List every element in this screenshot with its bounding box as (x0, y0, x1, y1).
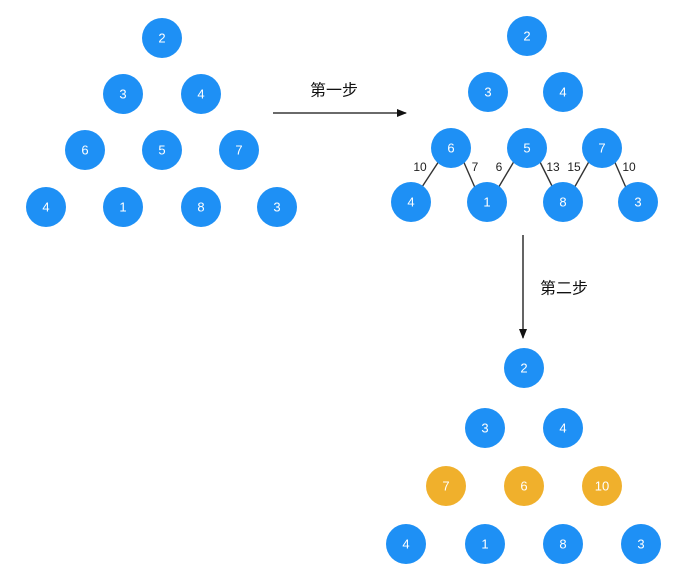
edge-sum-label: 10 (622, 160, 636, 174)
node: 7 (219, 130, 259, 170)
edge-sum-label: 15 (567, 160, 581, 174)
node: 2 (507, 16, 547, 56)
node-value: 3 (637, 537, 644, 552)
stage3-triangle: 2 3 4 7 6 10 4 1 (386, 348, 661, 564)
node: 7 (582, 128, 622, 168)
node-value: 3 (484, 85, 491, 100)
node: 3 (257, 187, 297, 227)
node: 1 (465, 524, 505, 564)
node: 8 (543, 524, 583, 564)
edge-sum-label: 10 (413, 160, 427, 174)
node-value: 4 (407, 195, 414, 210)
node: 8 (181, 187, 221, 227)
node-value: 7 (442, 479, 449, 494)
node: 1 (467, 182, 507, 222)
node-value: 4 (559, 85, 566, 100)
node: 4 (26, 187, 66, 227)
node: 6 (431, 128, 471, 168)
node-value: 7 (235, 143, 242, 158)
node: 3 (103, 74, 143, 114)
node-value: 5 (523, 141, 530, 156)
node: 3 (621, 524, 661, 564)
node-value: 1 (483, 195, 490, 210)
node: 2 (504, 348, 544, 388)
node: 8 (543, 182, 583, 222)
node-value: 6 (447, 141, 454, 156)
node-value: 4 (197, 87, 204, 102)
node: 6 (65, 130, 105, 170)
node-value: 5 (158, 143, 165, 158)
node-value: 4 (42, 200, 49, 215)
node-value: 6 (520, 479, 527, 494)
node-value: 6 (81, 143, 88, 158)
edge (537, 157, 555, 191)
node: 5 (142, 130, 182, 170)
node: 4 (386, 524, 426, 564)
node-value: 1 (481, 537, 488, 552)
node-value: 2 (520, 361, 527, 376)
step1-label: 第一步 (310, 81, 358, 100)
node: 3 (618, 182, 658, 222)
node-value: 7 (598, 141, 605, 156)
step2-arrow: 第二步 (519, 235, 588, 339)
node: 5 (507, 128, 547, 168)
node: 4 (543, 408, 583, 448)
edge-sum-label: 13 (546, 160, 560, 174)
node-value: 3 (273, 200, 280, 215)
node-value: 8 (559, 195, 566, 210)
edge-sum-label: 7 (472, 160, 479, 174)
node-value: 2 (158, 31, 165, 46)
node-value: 2 (523, 29, 530, 44)
edge (419, 157, 442, 191)
node-value: 1 (119, 200, 126, 215)
node-highlighted: 10 (582, 466, 622, 506)
edge-sum-label: 6 (496, 160, 503, 174)
step2-label: 第二步 (540, 279, 588, 298)
node: 4 (181, 74, 221, 114)
stage2-triangle: 10 7 6 13 15 10 2 3 4 6 5 7 (391, 16, 658, 222)
node-value: 10 (595, 479, 609, 494)
node: 4 (543, 72, 583, 112)
node-value: 4 (402, 537, 409, 552)
node-highlighted: 7 (426, 466, 466, 506)
node: 3 (468, 72, 508, 112)
edge (461, 157, 477, 191)
node: 3 (465, 408, 505, 448)
node-value: 3 (634, 195, 641, 210)
edge (496, 157, 517, 191)
node-value: 3 (481, 421, 488, 436)
node: 4 (391, 182, 431, 222)
node-highlighted: 6 (504, 466, 544, 506)
node: 1 (103, 187, 143, 227)
node-value: 3 (119, 87, 126, 102)
node-value: 8 (559, 537, 566, 552)
edge (612, 157, 628, 191)
stage1-triangle: 2 3 4 6 5 7 4 1 (26, 18, 297, 227)
node-value: 4 (559, 421, 566, 436)
node: 2 (142, 18, 182, 58)
step1-arrow: 第一步 (273, 81, 407, 117)
edge (572, 157, 592, 191)
node-value: 8 (197, 200, 204, 215)
